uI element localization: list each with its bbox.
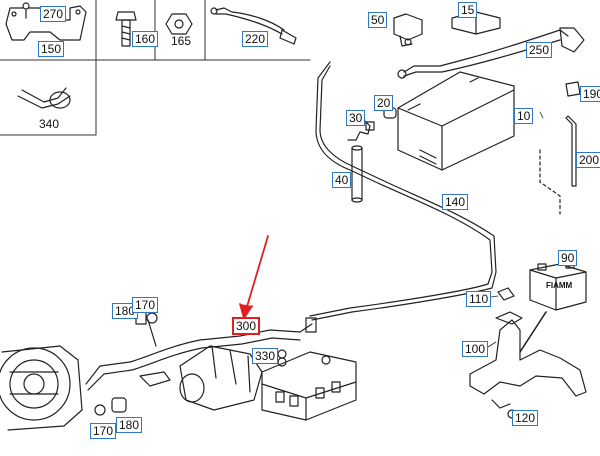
clip-110-icon — [497, 287, 515, 301]
nut-icon — [165, 13, 193, 35]
part-label-100[interactable]: 100 — [462, 341, 489, 357]
battery-icon — [397, 71, 515, 171]
part-label-160[interactable]: 160 — [132, 31, 159, 47]
part-label-220[interactable]: 220 — [242, 31, 269, 47]
vent-hose-icon — [309, 61, 497, 321]
leader-lines — [483, 111, 544, 348]
part-label-170-top[interactable]: 170 — [132, 297, 159, 313]
part-label-15[interactable]: 15 — [458, 2, 478, 18]
part-label-250[interactable]: 250 — [526, 42, 553, 58]
part-label-30[interactable]: 30 — [346, 110, 366, 126]
part-label-190[interactable]: 190 — [580, 86, 600, 102]
part-label-50[interactable]: 50 — [368, 12, 388, 28]
starter-icon — [179, 345, 263, 411]
part-label-340[interactable]: 340 — [39, 117, 60, 131]
cable-icon — [210, 7, 297, 45]
part-label-110[interactable]: 110 — [466, 291, 492, 307]
bracket-100-icon — [469, 311, 587, 419]
part-label-300-selected[interactable]: 300 — [232, 317, 261, 335]
part-label-140[interactable]: 140 — [442, 194, 469, 210]
dashed-line — [539, 149, 561, 215]
part-label-200[interactable]: 200 — [576, 152, 600, 168]
clamp-icon — [393, 13, 423, 47]
battery-small-icon — [519, 261, 587, 353]
tube-icon — [351, 145, 363, 203]
alternator-icon — [0, 345, 83, 431]
cable-250-icon — [397, 27, 585, 79]
part-label-40[interactable]: 40 — [332, 172, 352, 188]
grid-lines — [0, 0, 311, 136]
bolt-icon — [115, 11, 137, 47]
bolt-190-icon — [565, 81, 581, 97]
part-label-330[interactable]: 330 — [252, 348, 279, 364]
terminal-block-icon — [261, 351, 357, 421]
highlight-arrow — [239, 235, 269, 319]
part-label-20[interactable]: 20 — [374, 95, 394, 111]
part-label-170-bottom[interactable]: 170 — [90, 423, 117, 439]
part-label-165[interactable]: 165 — [171, 34, 192, 48]
cable-tie-icon — [17, 87, 71, 109]
part-label-150[interactable]: 150 — [38, 41, 65, 57]
wire-200-icon — [565, 115, 577, 187]
svg-text:FIAMM: FIAMM — [546, 281, 573, 290]
part-label-10[interactable]: 10 — [514, 108, 534, 124]
part-label-90[interactable]: 90 — [558, 250, 578, 266]
part-label-180-bottom[interactable]: 180 — [116, 417, 143, 433]
part-label-120[interactable]: 120 — [512, 410, 539, 426]
part-label-270[interactable]: 270 — [40, 6, 67, 22]
